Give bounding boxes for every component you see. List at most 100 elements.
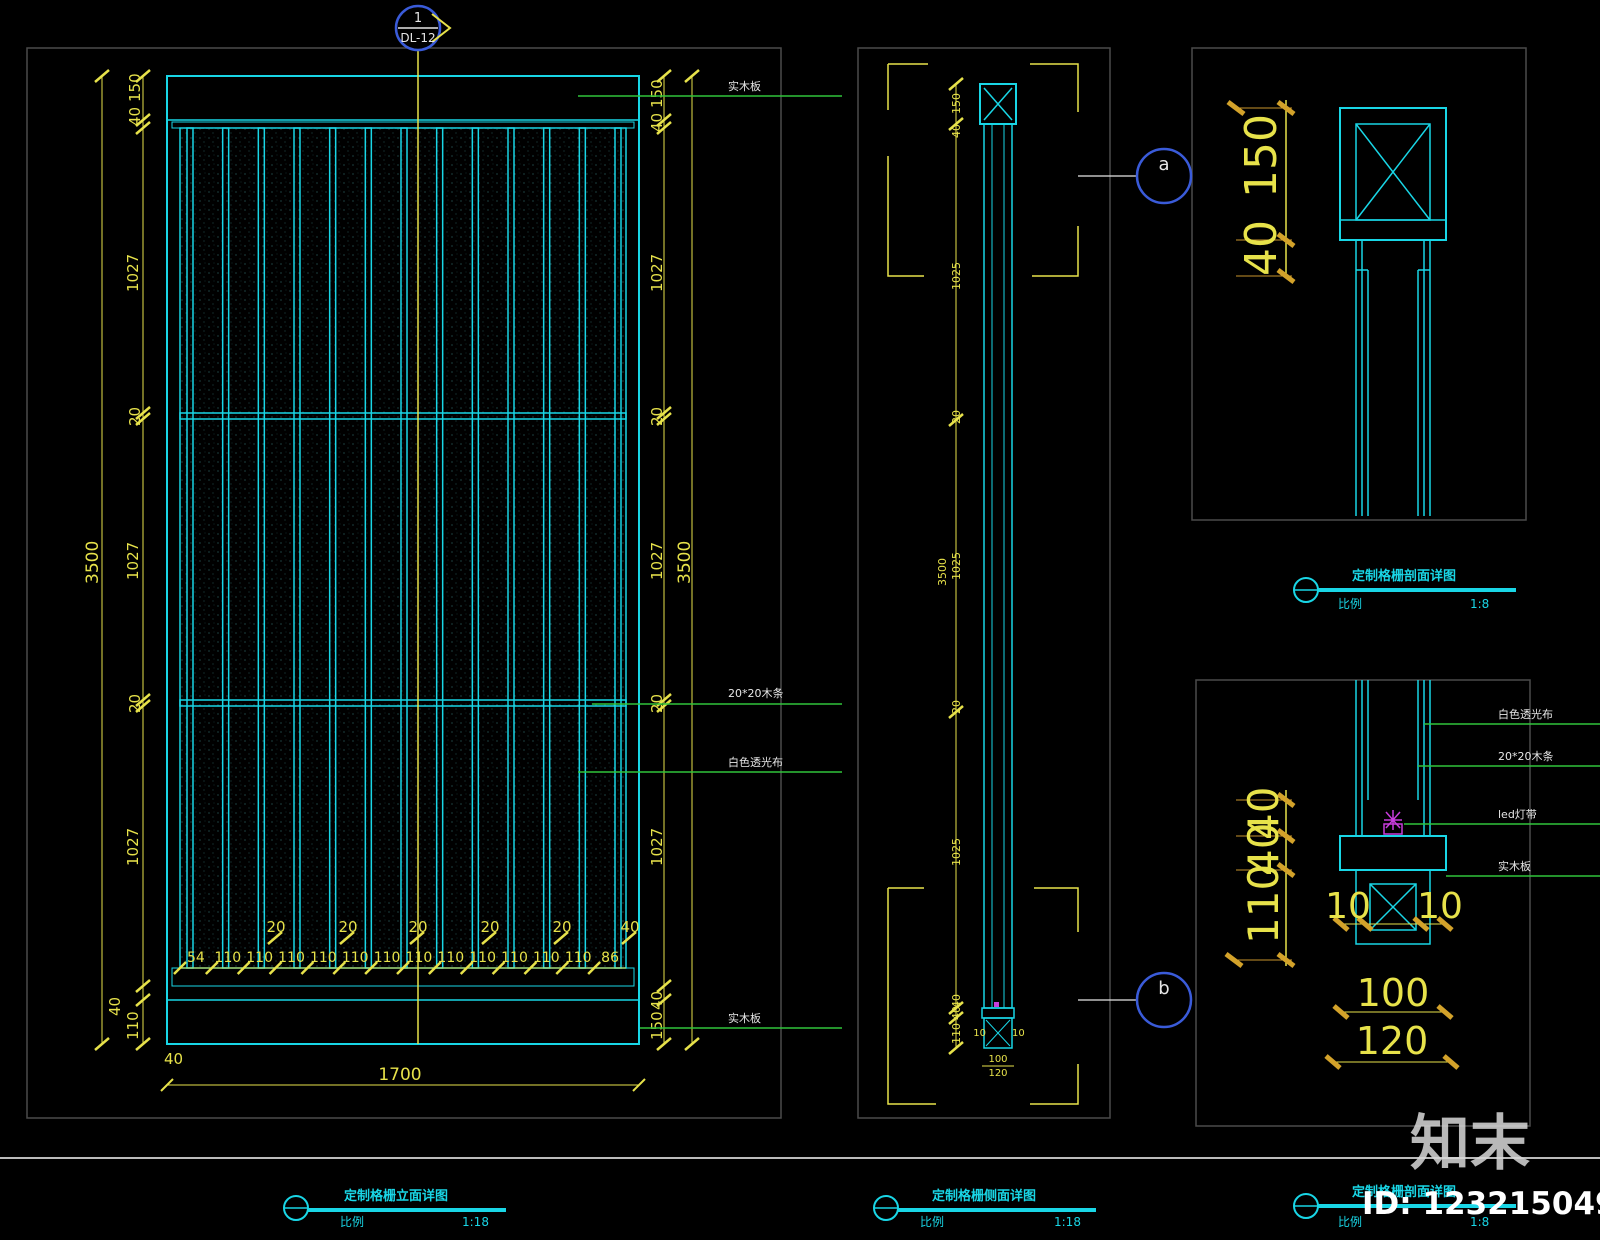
detail-b-dim-10a: 10 — [1325, 886, 1371, 927]
detail-b-note-batten: 20*20木条 — [1498, 749, 1554, 763]
detail-b-dim-100: 100 — [1357, 971, 1430, 1015]
dim-tick — [135, 693, 151, 707]
elevation-right-dimensions: 40 150 1027 20 1027 3500 20 1027 150 40 — [648, 69, 700, 1051]
slat-dim-label: 110 — [565, 950, 592, 966]
slat-dim-label: 110 — [310, 950, 337, 966]
title-block-detail-a: 定制格栅剖面详图 比例 1:8 — [1293, 568, 1516, 611]
slat-dim-label: 110 — [278, 950, 305, 966]
gap-dim-tick — [553, 931, 569, 945]
title-elevation: 定制格栅立面详图 — [343, 1188, 448, 1204]
slat-dim-label: 86 — [601, 950, 619, 966]
watermark-logo: 知末 — [1410, 1109, 1530, 1179]
dim-tick — [656, 69, 672, 83]
dim-tick — [948, 1001, 964, 1015]
slat-dim-tick — [332, 961, 347, 975]
dim-tick — [656, 406, 672, 420]
slat-dim-tick — [396, 961, 410, 975]
elev-left-ticks — [94, 69, 151, 1051]
side-section: 40 150 1025 20 3500 1025 20 1025 40 40 1… — [887, 63, 1193, 1105]
gap-dim-tick — [481, 931, 497, 945]
frame-section — [857, 47, 1111, 1119]
dim-tick — [948, 117, 964, 131]
gap-dim-tick — [621, 931, 637, 945]
sect-bottom-dim-100: 100 — [988, 1054, 1007, 1065]
elev-right-dim-150-b: 150 — [648, 1011, 666, 1040]
dim-tick — [135, 993, 151, 1007]
elev-right-dim-40: 40 — [648, 113, 666, 132]
sect-dim-1025-c: 1025 — [950, 838, 963, 866]
watermark-id: ID: 1232150495 — [1362, 1186, 1600, 1222]
watermark: 知末 ID: 1232150495 — [1362, 1109, 1600, 1222]
sect-dim-20-b: 20 — [950, 700, 963, 714]
dim-tick — [656, 699, 672, 713]
dim-tick — [135, 406, 151, 420]
detail-b-note-led: led灯带 — [1498, 808, 1537, 821]
slat-dim-label: 110 — [469, 950, 496, 966]
detail-b-dim-110: 110 — [1239, 864, 1288, 944]
title-elevation-scale-label: 比例 — [340, 1215, 364, 1229]
dim-tick — [948, 1011, 964, 1025]
sect-dim-1025-a: 1025 — [950, 262, 963, 290]
slat-dim-label: 110 — [214, 950, 241, 966]
detail-b: 40 40 110 10 10 100 120 白色透光布 20*20木条 le… — [1224, 680, 1600, 1070]
dim-tick — [656, 113, 672, 127]
slat-dim-label: 54 — [187, 950, 205, 966]
dim-tick — [94, 1037, 110, 1051]
slat-dim-tick — [364, 961, 379, 975]
sect-dim-40-c: 40 — [950, 994, 963, 1008]
gap-dim-label: 40 — [620, 918, 639, 936]
dim-tick — [94, 69, 110, 83]
frame-detail-a — [1191, 47, 1527, 521]
dim-tick — [948, 1041, 964, 1055]
elev-right-dim-40-b: 40 — [648, 991, 666, 1010]
detail-a-dim-150: 150 — [1236, 114, 1287, 198]
elevation-left-dimensions: 40 150 1027 20 1027 20 1027 40 110 3500 — [83, 69, 151, 1051]
slat-dim-tick — [523, 961, 538, 975]
elevation-notes: 实木板 20*20木条 白色透光布 实木板 — [578, 79, 842, 1029]
dim-tick — [684, 69, 700, 83]
dim-tick — [684, 1037, 700, 1051]
note-bottom-board: 实木板 — [728, 1011, 761, 1025]
callout-b-label: b — [1158, 978, 1169, 999]
dim-tick — [656, 1037, 672, 1051]
sect-bottom-dim-10a: 10 — [973, 1028, 986, 1039]
dim-tick — [948, 77, 964, 91]
sect-bottom-dim-120: 120 — [988, 1068, 1007, 1079]
title-elevation-scale: 1:18 — [462, 1215, 489, 1229]
callout-a-label: a — [1158, 154, 1169, 175]
note-top-board: 实木板 — [728, 79, 761, 93]
elev-total-height-left: 3500 — [83, 541, 103, 584]
slat-dim-label: 110 — [374, 950, 401, 966]
elev-left-dim-1027-c: 1027 — [124, 828, 142, 866]
slat-dim-tick — [236, 961, 251, 975]
sect-dim-110: 110 — [950, 1023, 963, 1044]
elev-left-dim-20-a: 20 — [126, 407, 144, 426]
detail-b-dim-40a: 40 — [1239, 787, 1288, 840]
gap-dim-label: 20 — [480, 918, 499, 936]
title-detail-a-scale-label: 比例 — [1338, 597, 1362, 611]
slat-dim-tick — [173, 961, 187, 975]
title-detail-a-scale: 1:8 — [1470, 597, 1489, 611]
note-batten: 20*20木条 — [728, 686, 784, 700]
slat-dim-label: 110 — [533, 950, 560, 966]
elev-right-dim-150: 150 — [648, 79, 666, 108]
elev-right-dim-1027-c: 1027 — [648, 828, 666, 866]
elev-width-dim: 1700 — [378, 1065, 421, 1085]
sect-dim-20-a: 20 — [950, 410, 963, 424]
dim-tick — [135, 1037, 151, 1051]
slat-dim-label: 110 — [406, 950, 433, 966]
dim-tick — [135, 412, 151, 426]
gap-dim-label: 20 — [338, 918, 357, 936]
detail-a-dim-40: 40 — [1236, 220, 1287, 276]
elev-left-dim-20-b: 20 — [126, 694, 144, 713]
dim-tick — [135, 121, 151, 135]
dim-tick — [656, 412, 672, 426]
slat-dim-label: 110 — [437, 950, 464, 966]
elevation-screen — [166, 48, 640, 1045]
frame-detail-b — [1195, 679, 1531, 1127]
slat-dim-label: 110 — [246, 950, 273, 966]
